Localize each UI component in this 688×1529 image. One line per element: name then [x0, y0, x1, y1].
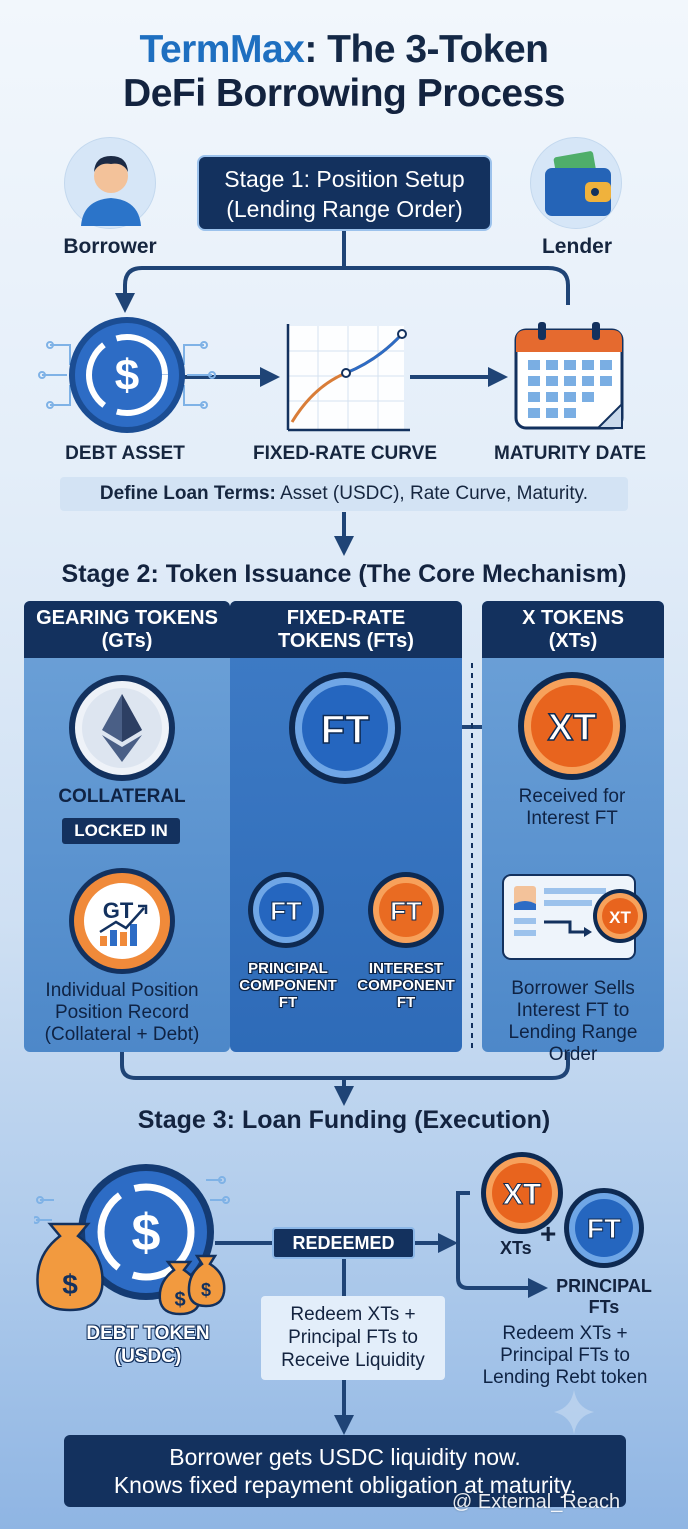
gt-desc-line3: (Collateral + Debt)	[44, 1024, 200, 1045]
interest-line1: INTEREST	[368, 960, 444, 977]
terms-text: Asset (USDC), Rate Curve, Maturity.	[275, 483, 589, 504]
final-summary-bar: Borrower gets USDC liquidity now. Knows …	[64, 1435, 626, 1507]
interest-component-label: INTEREST COMPONENT FT	[354, 960, 458, 1011]
loan-terms-bar: Define Loan Terms: Asset (USDC), Rate Cu…	[60, 477, 628, 511]
debt-token-line1: DEBT TOKEN	[86, 1323, 210, 1344]
svg-text:$: $	[174, 1289, 185, 1311]
redeem-info-box: Redeem XTs + Principal FTs to Receive Li…	[261, 1296, 445, 1380]
sells-line2: Interest FT to	[516, 1000, 630, 1021]
plus-sign: +	[540, 1218, 557, 1249]
person-icon	[81, 156, 141, 226]
principal-line3: FT	[278, 994, 298, 1011]
svg-text:$: $	[115, 351, 139, 400]
stage1-box: Stage 1: Position Setup (Lending Range O…	[197, 155, 492, 231]
title-rest: : The 3-Token	[304, 28, 549, 71]
sells-line1: Borrower Sells	[511, 978, 635, 999]
principal-ft-coin-text: FT	[270, 896, 302, 926]
watermark: @ External_Reach	[452, 1491, 621, 1513]
xts-label: XTs	[500, 1238, 532, 1258]
stage2-heading: Stage 2: Token Issuance (The Core Mechan…	[61, 560, 627, 588]
right-redeem-line3: Lending Rebt token	[482, 1367, 648, 1388]
principal-component-label: PRINCIPAL COMPONENT FT	[236, 960, 340, 1011]
right-redeem-text: Redeem XTs + Principal FTs to Lending Re…	[470, 1323, 660, 1389]
debt-token-line2: (USDC)	[114, 1346, 182, 1367]
svg-text:$: $	[132, 1204, 161, 1262]
stage3-ft-coin-icon: FT	[564, 1188, 644, 1268]
gt-head-line2: (GTs)	[101, 630, 153, 652]
gt-description: Individual Position Position Record (Col…	[28, 980, 216, 1046]
borrower-avatar	[64, 137, 156, 229]
stage1-subtitle: (Lending Range Order)	[226, 196, 463, 222]
calendar-icon	[514, 322, 624, 430]
xt-received-label: Received for Interest FT	[492, 786, 652, 830]
xt-coin-icon: XT	[518, 672, 626, 780]
wallet-icon	[545, 151, 611, 216]
maturity-label: MATURITY DATE	[494, 443, 646, 464]
debt-token-icon: $ $ $ $	[34, 1164, 230, 1316]
gt-column-header: GEARING TOKENS (GTs)	[24, 601, 230, 658]
title-accent: TermMax	[139, 28, 305, 71]
curve-label: FIXED-RATE CURVE	[252, 443, 438, 464]
stage3-xt-coin-text: XT	[503, 1178, 541, 1211]
gt-desc-line2: Position Record	[54, 1002, 190, 1023]
final-line2: Knows fixed repayment obligation at matu…	[113, 1472, 577, 1498]
debt-asset-label: DEBT ASSET	[65, 443, 185, 464]
principal-line2: COMPONENT	[239, 977, 337, 994]
stage3-heading: Stage 3: Loan Funding (Execution)	[137, 1106, 551, 1134]
stage3-xt-coin-icon: XT	[481, 1152, 563, 1234]
rate-curve-icon	[286, 324, 410, 432]
terms-bold: Define Loan Terms:	[99, 483, 276, 504]
received-line2: Interest FT	[526, 808, 618, 829]
principal-fts-label: PRINCIPAL FTs	[546, 1276, 662, 1318]
gt-coin-text: GT	[103, 898, 134, 923]
principal-fts-line1: PRINCIPAL	[556, 1276, 652, 1296]
ft-coin-icon: FT	[289, 672, 401, 784]
stage3-ft-coin-text: FT	[587, 1213, 621, 1244]
stage1-title: Stage 1: Position Setup	[224, 166, 465, 192]
final-line1: Borrower gets USDC liquidity now.	[169, 1444, 521, 1470]
ft-coin-text: FT	[321, 708, 370, 752]
ethereum-coin-icon	[69, 675, 175, 781]
interest-line2: COMPONENT	[357, 977, 455, 994]
xt-head-line1: X TOKENS	[522, 607, 624, 629]
xt-coin-text: XT	[548, 707, 597, 749]
xt-sells-label: Borrower Sells Interest FT to Lending Ra…	[482, 978, 664, 1066]
right-redeem-line2: Principal FTs to	[500, 1345, 630, 1366]
ft-head-line2: TOKENS (FTs)	[278, 630, 414, 652]
redeem-box-line1: Redeem XTs +	[290, 1304, 416, 1325]
redeem-box-line3: Receive Liquidity	[281, 1350, 425, 1371]
collateral-label: COLLATERAL	[58, 786, 186, 807]
xt-head-line2: (XTs)	[548, 630, 598, 652]
gt-coin-icon: GT	[69, 868, 175, 974]
right-redeem-line1: Redeem XTs +	[502, 1323, 628, 1344]
usdc-coin-icon: $	[38, 317, 216, 433]
debt-token-label: DEBT TOKEN (USDC)	[68, 1322, 228, 1368]
interest-ft-coin-text: FT	[390, 896, 422, 926]
interest-ft-coin-icon: FT	[368, 872, 444, 948]
redeem-box-line2: Principal FTs to	[288, 1327, 418, 1348]
received-line1: Received for	[518, 786, 626, 807]
title-line-1: TermMax: The 3-Token	[0, 28, 688, 72]
locked-in-badge: LOCKED IN	[62, 818, 180, 844]
lender-label: Lender	[541, 235, 612, 258]
sell-card-coin-text: XT	[609, 908, 631, 927]
lender-avatar	[530, 137, 622, 229]
sells-line3: Lending Range Order	[508, 1022, 638, 1065]
principal-fts-line2: FTs	[588, 1297, 620, 1317]
title-line-2: DeFi Borrowing Process	[123, 72, 565, 115]
borrower-label: Borrower	[63, 235, 157, 258]
redeemed-badge: REDEEMED	[272, 1227, 415, 1259]
gt-head-line1: GEARING TOKENS	[36, 607, 218, 629]
xt-column-header: X TOKENS (XTs)	[482, 601, 664, 658]
principal-ft-coin-icon: FT	[248, 872, 324, 948]
interest-line3: FT	[396, 994, 416, 1011]
sell-order-card-icon: XT	[502, 874, 647, 960]
principal-line1: PRINCIPAL	[248, 960, 328, 977]
ft-head-line1: FIXED-RATE	[286, 607, 406, 629]
ft-column-header: FIXED-RATE TOKENS (FTs)	[230, 601, 462, 658]
svg-text:$: $	[201, 1280, 211, 1300]
svg-text:$: $	[62, 1269, 78, 1300]
gt-desc-line1: Individual Position	[45, 980, 199, 1001]
